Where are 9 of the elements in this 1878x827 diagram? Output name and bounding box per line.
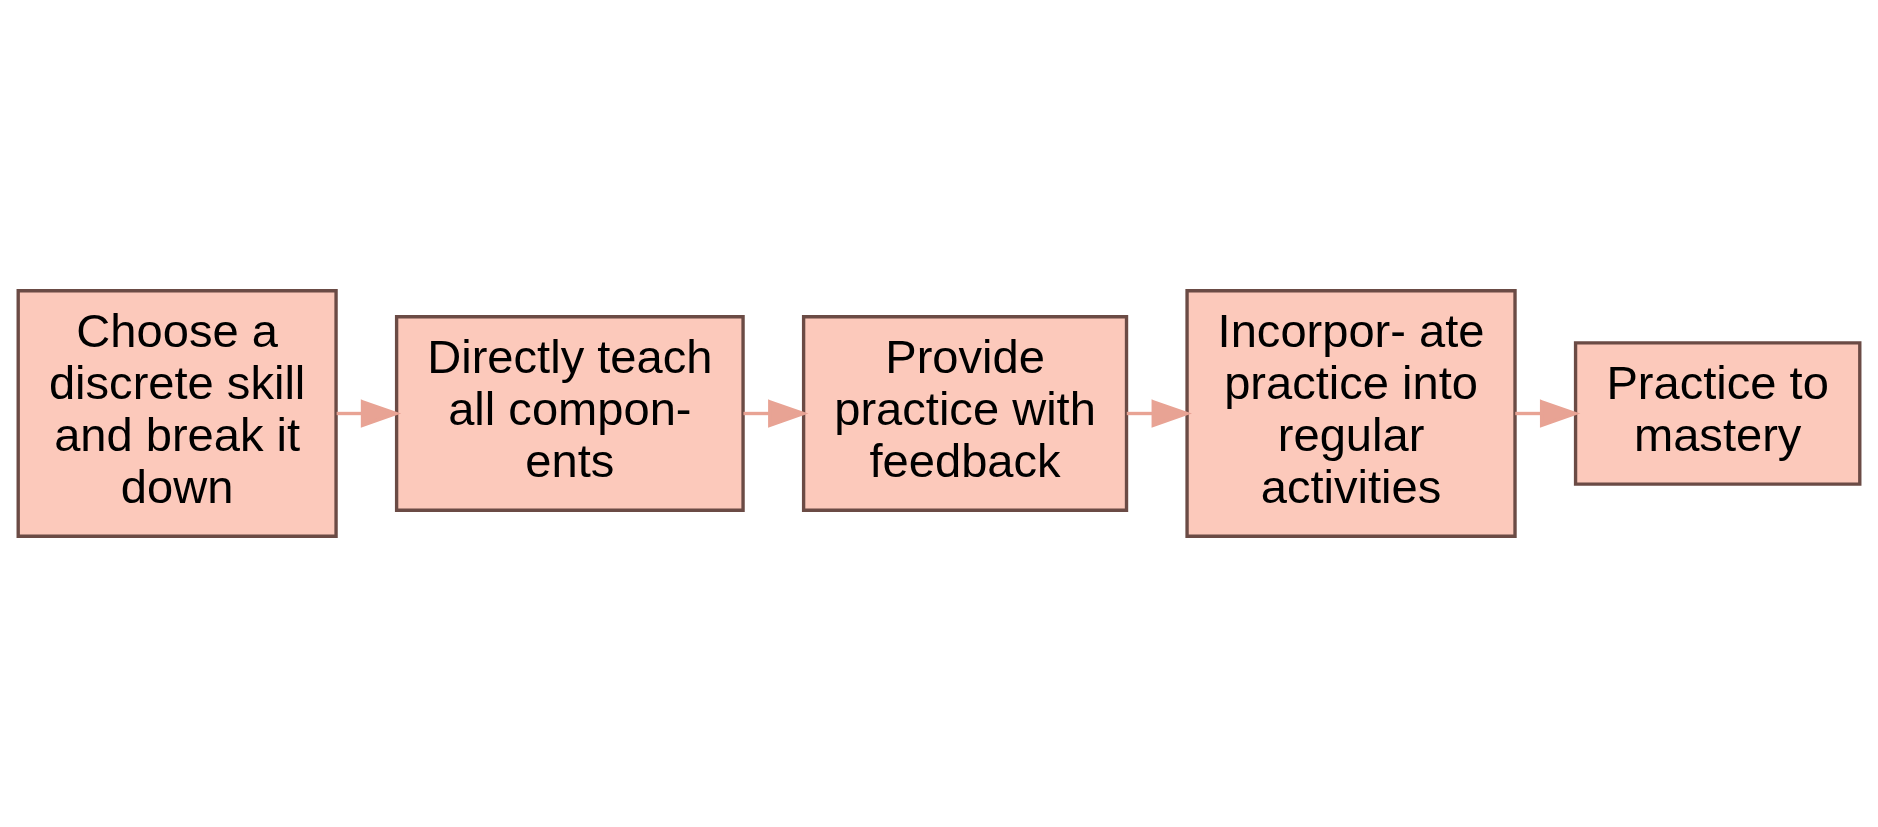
arrow bbox=[743, 399, 809, 428]
node-box: Incorpor- ate practice into regular activities bbox=[1185, 289, 1517, 538]
node-box: Choose a discrete skill and break it down bbox=[16, 289, 338, 538]
arrow bbox=[1126, 399, 1192, 428]
arrow bbox=[336, 399, 402, 428]
node-box: Directly teach all compon- ents bbox=[394, 315, 745, 512]
node-box: Practice to mastery bbox=[1573, 341, 1862, 486]
node-box: Provide practice with feedback bbox=[801, 315, 1129, 512]
arrow bbox=[1515, 399, 1581, 428]
